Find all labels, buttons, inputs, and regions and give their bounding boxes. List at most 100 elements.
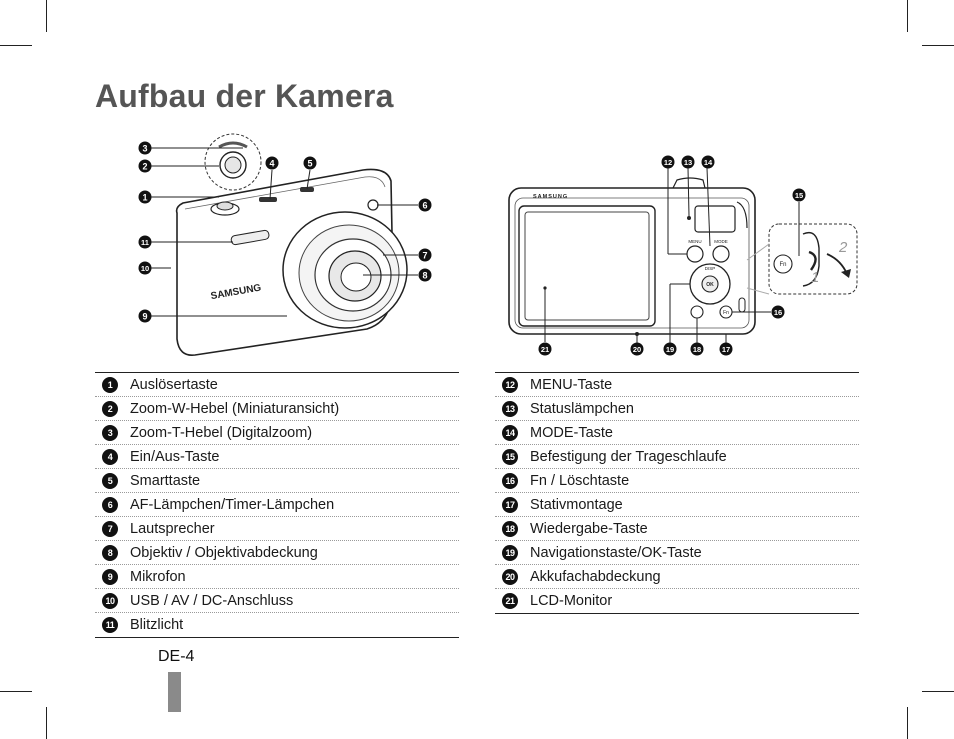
callout-number-badge: 2	[102, 400, 118, 417]
svg-text:20: 20	[633, 345, 641, 354]
front-callout-9: 9	[138, 309, 152, 323]
svg-text:14: 14	[704, 158, 713, 167]
callout-number-badge: 10	[102, 592, 118, 609]
left-legend-row: 3 Zoom-T-Hebel (Digitalzoom)	[95, 421, 459, 445]
part-label: Zoom-W-Hebel (Miniaturansicht)	[130, 400, 340, 417]
left-legend-row: 10 USB / AV / DC-Anschluss	[95, 589, 459, 613]
front-callout-8: 8	[418, 268, 432, 282]
callout-number-badge: 16	[502, 472, 518, 489]
callout-number-badge: 15	[502, 448, 518, 465]
front-callout-7: 7	[418, 248, 432, 262]
left-parts-legend: 1 Auslösertaste 2 Zoom-W-Hebel (Miniaturans…	[95, 372, 459, 638]
svg-text:3: 3	[142, 144, 147, 154]
back-callout-20: 20	[630, 342, 644, 356]
callout-number-badge: 3	[102, 424, 118, 441]
back-callout-15: 15	[792, 188, 806, 202]
ok-button-label: OK	[706, 282, 714, 288]
crop-mark	[46, 707, 47, 739]
part-label: Smarttaste	[130, 472, 201, 489]
svg-text:21: 21	[541, 345, 549, 354]
part-label: MODE-Taste	[530, 424, 613, 441]
svg-text:6: 6	[422, 201, 427, 211]
left-legend-row: 7 Lautsprecher	[95, 517, 459, 541]
part-label: MENU-Taste	[530, 376, 613, 393]
right-legend-row: 12 MENU-Taste	[495, 373, 859, 397]
mode-button-label: MODE	[714, 239, 728, 244]
left-legend-row: 4 Ein/Aus-Taste	[95, 445, 459, 469]
back-callout-18: 18	[690, 342, 704, 356]
front-callout-3: 3	[138, 141, 152, 155]
back-callout-14: 14	[701, 155, 715, 169]
svg-text:16: 16	[774, 308, 782, 317]
part-label: Lautsprecher	[130, 520, 215, 537]
callout-number-badge: 20	[502, 568, 518, 585]
svg-text:2: 2	[142, 162, 147, 172]
svg-text:5: 5	[307, 159, 312, 169]
callout-number-badge: 12	[502, 376, 518, 393]
front-callout-6: 6	[418, 198, 432, 212]
svg-text:1: 1	[142, 193, 147, 203]
right-legend-row: 16 Fn / Löschtaste	[495, 469, 859, 493]
svg-text:19: 19	[666, 345, 674, 354]
part-label: Stativmontage	[530, 496, 623, 513]
back-callout-12: 12	[661, 155, 675, 169]
callout-number-badge: 9	[102, 568, 118, 585]
back-brand-label: SAMSUNG	[533, 194, 568, 200]
callout-number-badge: 19	[502, 544, 518, 561]
back-callout-19: 19	[663, 342, 677, 356]
part-label: Navigationstaste/OK-Taste	[530, 544, 702, 561]
back-callout-21: 21	[538, 342, 552, 356]
left-legend-row: 5 Smarttaste	[95, 469, 459, 493]
callout-number-badge: 5	[102, 472, 118, 489]
front-callout-10: 10	[138, 261, 152, 275]
callout-number-badge: 4	[102, 448, 118, 465]
back-callout-13: 13	[681, 155, 695, 169]
svg-text:18: 18	[693, 345, 701, 354]
back-camera-figure: SAMSUNG MENU MODE OK DISP Fn Fn 2 1 12 1…	[508, 155, 858, 356]
svg-text:17: 17	[722, 345, 730, 354]
svg-text:9: 9	[142, 312, 147, 322]
part-label: Fn / Löschtaste	[530, 472, 630, 489]
left-legend-row: 2 Zoom-W-Hebel (Miniaturansicht)	[95, 397, 459, 421]
part-label: USB / AV / DC-Anschluss	[130, 592, 294, 609]
crop-mark	[46, 0, 47, 32]
front-callout-2: 2	[138, 159, 152, 173]
fn-inset-label: Fn	[779, 262, 786, 268]
front-callout-4: 4	[265, 156, 279, 170]
back-callout-17: 17	[719, 342, 733, 356]
part-label: Wiedergabe-Taste	[530, 520, 648, 537]
front-camera-figure: SAMSUNG 3 2 1 4 5 6 7 8 9 10 11	[138, 133, 432, 356]
crop-mark	[0, 45, 32, 46]
svg-text:12: 12	[664, 158, 672, 167]
part-label: Auslösertaste	[130, 376, 218, 393]
callout-number-badge: 6	[102, 496, 118, 513]
part-label: Akkufachabdeckung	[530, 568, 661, 585]
menu-button-label: MENU	[688, 239, 701, 244]
part-label: LCD-Monitor	[530, 593, 613, 609]
right-legend-row: 19 Navigationstaste/OK-Taste	[495, 541, 859, 565]
front-callout-1: 1	[138, 190, 152, 204]
callout-number-badge: 1	[102, 376, 118, 393]
part-label: Blitzlicht	[130, 617, 184, 633]
callout-number-badge: 21	[502, 593, 518, 609]
disp-button-label: DISP	[705, 266, 716, 271]
part-label: Ein/Aus-Taste	[130, 448, 220, 465]
svg-text:4: 4	[269, 159, 274, 169]
right-legend-row: 20 Akkufachabdeckung	[495, 565, 859, 589]
part-label: Zoom-T-Hebel (Digitalzoom)	[130, 424, 313, 441]
part-label: Objektiv / Objektivabdeckung	[130, 544, 318, 561]
svg-text:13: 13	[684, 158, 692, 167]
callout-number-badge: 7	[102, 520, 118, 537]
crop-mark	[0, 691, 32, 692]
crop-mark	[922, 45, 954, 46]
front-callout-11: 11	[138, 235, 152, 249]
crop-mark	[907, 707, 908, 739]
strap-step-2: 2	[838, 239, 848, 256]
